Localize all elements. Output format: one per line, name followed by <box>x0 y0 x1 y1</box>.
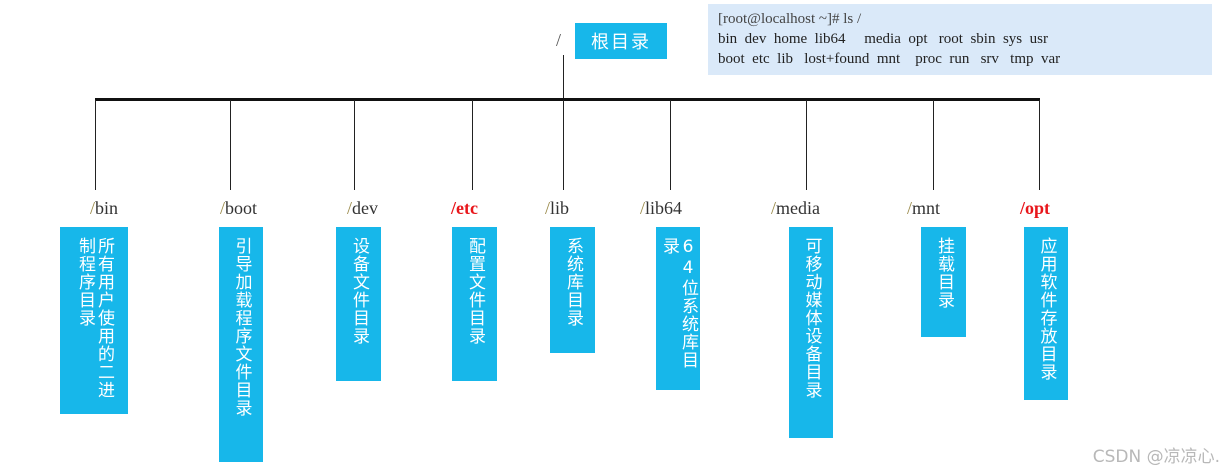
tree-horizontal-bar <box>95 98 1040 101</box>
desc-box-lib64: 64位系统库目录 <box>656 227 700 390</box>
desc-box-lib: 系统库目录 <box>550 227 595 353</box>
desc-text-etc: 配置文件目录 <box>465 237 485 345</box>
branch-line-etc <box>472 100 473 190</box>
dir-name-lib64: lib64 <box>645 198 683 218</box>
desc-text-dev: 设备文件目录 <box>349 237 369 345</box>
dir-label-lib: /lib <box>545 198 570 218</box>
branch-line-dev <box>354 100 355 190</box>
dir-label-boot: /boot <box>220 198 258 218</box>
watermark: CSDN @凉凉心. <box>1092 447 1220 467</box>
desc-box-boot: 引导加载程序文件目录 <box>219 227 263 462</box>
desc-box-mnt: 挂载目录 <box>921 227 966 337</box>
dir-label-bin: /bin <box>90 198 119 218</box>
dir-name-dev: dev <box>352 198 379 218</box>
dir-name-etc: etc <box>456 198 478 218</box>
desc-text-opt: 应用软件存放目录 <box>1036 237 1057 381</box>
dir-name-media: media <box>776 198 820 218</box>
dir-name-mnt: mnt <box>912 198 941 218</box>
branch-line-media <box>806 100 807 190</box>
branch-line-mnt <box>933 100 934 190</box>
desc-text-mnt: 挂载目录 <box>934 237 954 309</box>
desc-text-lib64: 64位系统库目录 <box>659 237 698 369</box>
desc-text-lib: 系统库目录 <box>563 237 583 327</box>
branch-line-bin <box>95 100 96 190</box>
desc-text-media: 可移动媒体设备目录 <box>801 237 822 399</box>
desc-box-opt: 应用软件存放目录 <box>1024 227 1068 400</box>
desc-text-bin: 所有用户使用的二进制程序目录 <box>75 237 114 399</box>
desc-box-dev: 设备文件目录 <box>336 227 381 381</box>
terminal-ls-output: [root@localhost ~]# ls / bin dev home li… <box>708 4 1212 75</box>
branch-line-lib <box>563 100 564 190</box>
terminal-row-2: boot etc lib lost+found mnt proc run srv… <box>718 51 1061 67</box>
dir-label-dev: /dev <box>347 198 379 218</box>
dir-name-boot: boot <box>225 198 258 218</box>
dir-label-mnt: /mnt <box>907 198 941 218</box>
desc-box-media: 可移动媒体设备目录 <box>789 227 833 438</box>
dir-label-lib64: /lib64 <box>640 198 683 218</box>
root-label-box: 根目录 <box>575 23 667 59</box>
dir-label-opt: /opt <box>1020 198 1051 218</box>
desc-box-etc: 配置文件目录 <box>452 227 497 381</box>
branch-line-opt <box>1039 100 1040 190</box>
branch-line-lib64 <box>670 100 671 190</box>
dir-name-bin: bin <box>95 198 119 218</box>
desc-text-boot: 引导加载程序文件目录 <box>231 237 252 417</box>
terminal-row-1: bin dev home lib64 media opt root sbin s… <box>718 31 1048 47</box>
dir-label-media: /media <box>771 198 820 218</box>
branch-line-boot <box>230 100 231 190</box>
terminal-prompt: [root@localhost ~]# ls / <box>718 11 862 27</box>
dir-name-opt: opt <box>1025 198 1051 218</box>
desc-box-bin: 所有用户使用的二进制程序目录 <box>60 227 128 414</box>
tree-trunk-line <box>563 55 564 100</box>
dir-label-etc: /etc <box>451 198 478 218</box>
dir-name-lib: lib <box>550 198 570 218</box>
root-slash: / <box>556 30 562 50</box>
